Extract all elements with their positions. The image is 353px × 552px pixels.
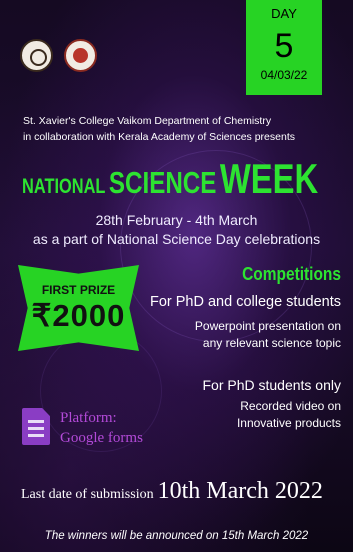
category-2-desc-line-2: Innovative products: [236, 416, 341, 430]
category-2-desc-line-1: Recorded video on: [240, 399, 341, 413]
prize-label: FIRST PRIZE: [41, 283, 116, 297]
headline-word-science: SCIENCE: [108, 165, 217, 200]
event-headline: NATIONAL SCIENCE WEEK: [22, 155, 318, 203]
submission-deadline: Last date of submission 10th March 2022: [21, 478, 323, 505]
category-1-description: Powerpoint presentation on any relevant …: [195, 318, 341, 352]
competitions-heading: Competitions: [242, 264, 341, 284]
category-1-title: For PhD and college students: [149, 294, 341, 310]
google-forms-icon: [22, 408, 50, 445]
day-badge: DAY 5 04/03/22: [246, 0, 322, 95]
platform-text: Platform: Google forms: [60, 408, 143, 448]
day-date: 04/03/22: [260, 68, 308, 82]
first-prize-badge: FIRST PRIZE ₹2000: [18, 265, 139, 351]
day-number: 5: [274, 27, 294, 65]
forms-icon-line: [28, 420, 44, 423]
winners-announcement: The winners will be announced on 15th Ma…: [44, 530, 309, 542]
platform-value: Google forms: [60, 430, 143, 446]
event-context: as a part of National Science Day celebr…: [32, 231, 321, 247]
academy-seal-logo: [64, 39, 97, 72]
deadline-value: 10th March 2022: [157, 478, 323, 504]
deadline-label: Last date of submission: [21, 487, 154, 502]
forms-icon-line: [28, 427, 44, 430]
headline-word-national: NATIONAL: [22, 175, 106, 198]
prize-amount: ₹2000: [31, 298, 126, 333]
category-1-desc-line-1: Powerpoint presentation on: [194, 319, 341, 333]
intro-text: St. Xavier's College Vaikom Department o…: [23, 113, 343, 145]
intro-line-1: St. Xavier's College Vaikom Department o…: [23, 115, 272, 127]
category-2-description: Recorded video on Innovative products: [237, 398, 341, 432]
headline-word-week: WEEK: [219, 155, 319, 202]
forms-icon-line: [28, 434, 44, 437]
category-2-title: For PhD students only: [202, 377, 341, 393]
college-seal-logo: [20, 39, 53, 72]
day-label: DAY: [271, 6, 297, 21]
intro-line-2: in collaboration with Kerala Academy of …: [23, 131, 295, 143]
category-1-desc-line-2: any relevant science topic: [202, 336, 341, 350]
bg-glow-ring: [120, 150, 312, 342]
platform-label: Platform:: [60, 410, 117, 426]
event-date-range: 28th February - 4th March: [95, 212, 258, 228]
